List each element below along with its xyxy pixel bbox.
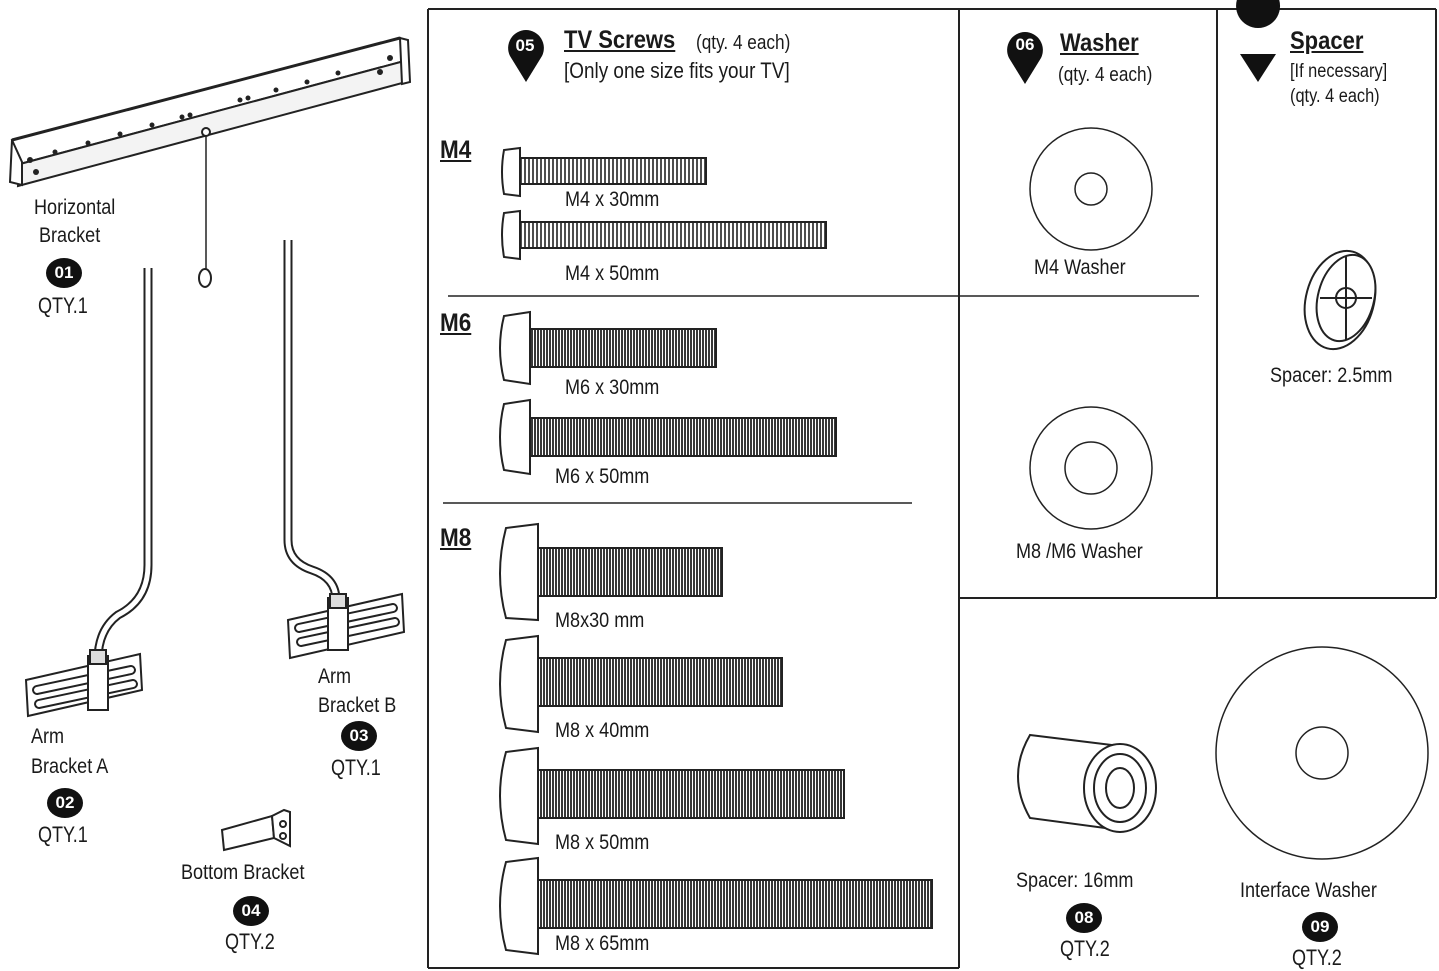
- spacer-2-5-drawing: [1303, 249, 1377, 351]
- pin-markers: [1236, 0, 1281, 82]
- arm-bracket-b-line2: Bracket B: [318, 694, 397, 717]
- bottom-bracket-text: Bottom Bracket: [181, 861, 305, 884]
- washer-title: Washer: [1060, 29, 1139, 57]
- screw-label: M8 x 50mm: [555, 831, 650, 854]
- size-heading-m6: M6: [440, 309, 472, 337]
- screw-label: M4 x 30mm: [565, 188, 660, 211]
- quantity-label: QTY.1: [38, 822, 88, 847]
- screws-note: [Only one size fits your TV]: [564, 58, 790, 83]
- part-number-badge: 03: [341, 721, 377, 751]
- screw-label: M8x30 mm: [555, 609, 645, 632]
- horizontal-bracket-line2: Bracket: [39, 224, 101, 247]
- spacer-16-drawing: [1017, 733, 1157, 833]
- part-number-badge: 04: [233, 896, 269, 926]
- part-number-badge: 05: [515, 36, 535, 55]
- screws-qty-note: (qty. 4 each): [696, 32, 791, 54]
- horizontal-bracket-line1: Horizontal: [34, 196, 116, 219]
- interface-washer-drawing: [1215, 646, 1429, 860]
- arm-bracket-a-line1: Arm: [31, 725, 65, 748]
- part-number-badge: 09: [1302, 912, 1338, 942]
- part-number-badge: 01: [46, 258, 82, 288]
- pin-marker-icon: [506, 28, 546, 89]
- horizontal-bracket-drawing: [8, 36, 412, 288]
- part-number-badge: 08: [1066, 903, 1102, 933]
- quantity-label: QTY.2: [225, 929, 275, 954]
- arm-bracket-b-line1: Arm: [318, 665, 352, 688]
- screw-label: M8 x 40mm: [555, 719, 650, 742]
- spacer-16-text: Spacer: 16mm: [1016, 869, 1134, 892]
- quantity-label: QTY.1: [331, 755, 381, 780]
- quantity-label: QTY.2: [1292, 945, 1342, 970]
- interface-washer-text: Interface Washer: [1240, 879, 1377, 902]
- screws-title: TV Screws: [564, 26, 676, 54]
- arm-bracket-a-drawing: [24, 268, 153, 718]
- arm-bracket-a-line2: Bracket A: [31, 755, 109, 778]
- washer-drawings: [1029, 127, 1153, 530]
- quantity-label: QTY.1: [38, 293, 88, 318]
- screw-label: M8 x 65mm: [555, 932, 650, 955]
- spacer-qty-note: (qty. 4 each): [1290, 86, 1380, 107]
- arm-bracket-b-drawing: [283, 240, 406, 660]
- screw-label: M6 x 30mm: [565, 376, 660, 399]
- spacer-title: Spacer: [1290, 27, 1364, 55]
- part-number-badge: 02: [47, 788, 83, 818]
- screw-drawings: [499, 146, 933, 956]
- size-heading-m4: M4: [440, 136, 472, 164]
- screw-label: M4 x 50mm: [565, 262, 660, 285]
- washer-label: M8 /M6 Washer: [1016, 540, 1143, 563]
- pin-marker-icon: [1005, 30, 1045, 91]
- quantity-label: QTY.2: [1060, 936, 1110, 961]
- spacer-label: Spacer: 2.5mm: [1270, 364, 1393, 387]
- bottom-bracket-drawing: [220, 808, 291, 852]
- screw-label: M6 x 50mm: [555, 465, 650, 488]
- washer-qty-note: (qty. 4 each): [1058, 64, 1153, 86]
- spacer-note: [If necessary]: [1290, 61, 1388, 82]
- part-number-badge: 06: [1015, 35, 1035, 54]
- size-heading-m8: M8: [440, 524, 472, 552]
- washer-label: M4 Washer: [1034, 256, 1126, 279]
